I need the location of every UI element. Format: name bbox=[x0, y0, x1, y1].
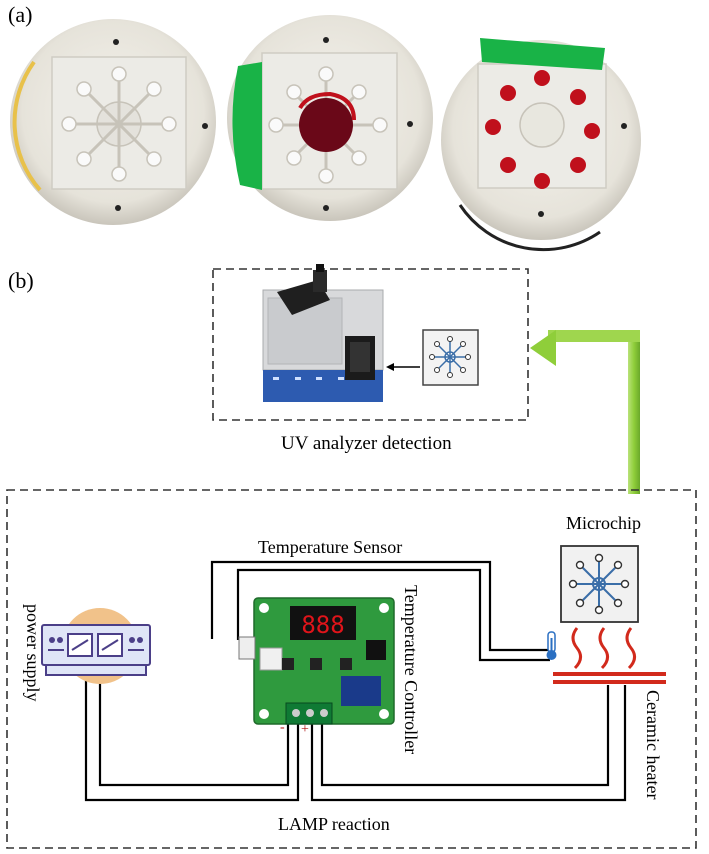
panel-a-label: (a) bbox=[8, 2, 33, 27]
uv-caption: UV analyzer detection bbox=[281, 433, 452, 454]
uv-analyzer-device bbox=[262, 264, 384, 402]
power-supply-label: power supply bbox=[23, 604, 43, 702]
lamp-reaction-label: LAMP reaction bbox=[278, 814, 390, 834]
power-supply-device bbox=[41, 608, 151, 684]
display-readout: 888 bbox=[301, 611, 344, 639]
ceramic-heater-label: Ceramic heater bbox=[643, 690, 663, 800]
uv-chip-icon bbox=[422, 329, 479, 386]
ceramic-heater-icon bbox=[553, 627, 666, 684]
chip-photo-loaded bbox=[227, 15, 433, 221]
temperature-controller-board: 888 bbox=[238, 597, 395, 725]
temperature-sensor-label: Temperature Sensor bbox=[258, 537, 403, 557]
temperature-controller-label: Temperature Controller bbox=[401, 585, 421, 755]
wiring bbox=[84, 560, 627, 802]
thermometer-icon bbox=[546, 631, 557, 660]
uv-box bbox=[212, 268, 529, 421]
microchip-label: Microchip bbox=[566, 513, 641, 533]
panel-b-label: (b) bbox=[8, 268, 34, 293]
polarity-plus: + bbox=[301, 722, 309, 737]
chip-photo-empty bbox=[10, 19, 216, 225]
microchip-icon bbox=[560, 545, 639, 623]
insert-arrow bbox=[386, 363, 420, 371]
lamp-box bbox=[6, 489, 697, 849]
chip-photo-reacted bbox=[441, 38, 641, 252]
green-arrow bbox=[530, 330, 640, 494]
polarity-minus: - bbox=[280, 720, 285, 735]
